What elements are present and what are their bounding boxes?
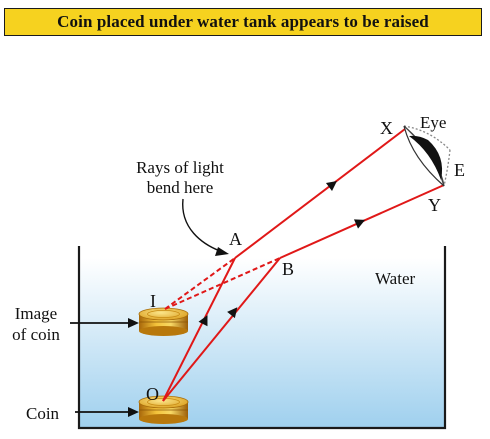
point-i-label: I bbox=[150, 291, 156, 311]
image-coin-icon bbox=[138, 307, 189, 336]
arrow-icon bbox=[198, 315, 208, 327]
ray-o-to-a bbox=[162, 257, 236, 402]
point-a-label: A bbox=[229, 229, 242, 249]
virtual-ray-ib bbox=[164, 257, 281, 310]
ray-o-to-b bbox=[162, 257, 281, 402]
eye-icon bbox=[403, 125, 451, 187]
image-of-coin-label-1: Image bbox=[15, 304, 57, 323]
point-y-label: Y bbox=[428, 195, 441, 215]
coin-pointer-arrow bbox=[75, 407, 139, 417]
image-of-coin-label-2: of coin bbox=[12, 325, 60, 344]
image-pointer-arrow bbox=[70, 318, 139, 328]
point-o-label: O bbox=[146, 384, 159, 404]
coin-icon bbox=[138, 395, 189, 424]
virtual-ray-ia bbox=[164, 257, 236, 310]
eye-label: Eye bbox=[420, 113, 446, 132]
rays-bend-label-2: bend here bbox=[147, 178, 214, 197]
arrow-icon bbox=[227, 307, 238, 319]
arrow-icon bbox=[353, 219, 366, 229]
point-x-label: X bbox=[380, 118, 393, 138]
water-tank bbox=[77, 246, 447, 430]
arrow-icon bbox=[325, 180, 337, 191]
point-b-label: B bbox=[282, 259, 294, 279]
water-body bbox=[79, 258, 445, 428]
bend-pointer-arrow bbox=[182, 198, 229, 256]
point-e-label: E bbox=[454, 160, 465, 180]
water-label: Water bbox=[375, 269, 415, 288]
ray-a-to-x bbox=[234, 128, 406, 259]
rays-bend-label-1: Rays of light bbox=[136, 158, 224, 177]
coin-label: Coin bbox=[26, 404, 60, 423]
diagram-title: Coin placed under water tank appears to … bbox=[4, 8, 482, 36]
